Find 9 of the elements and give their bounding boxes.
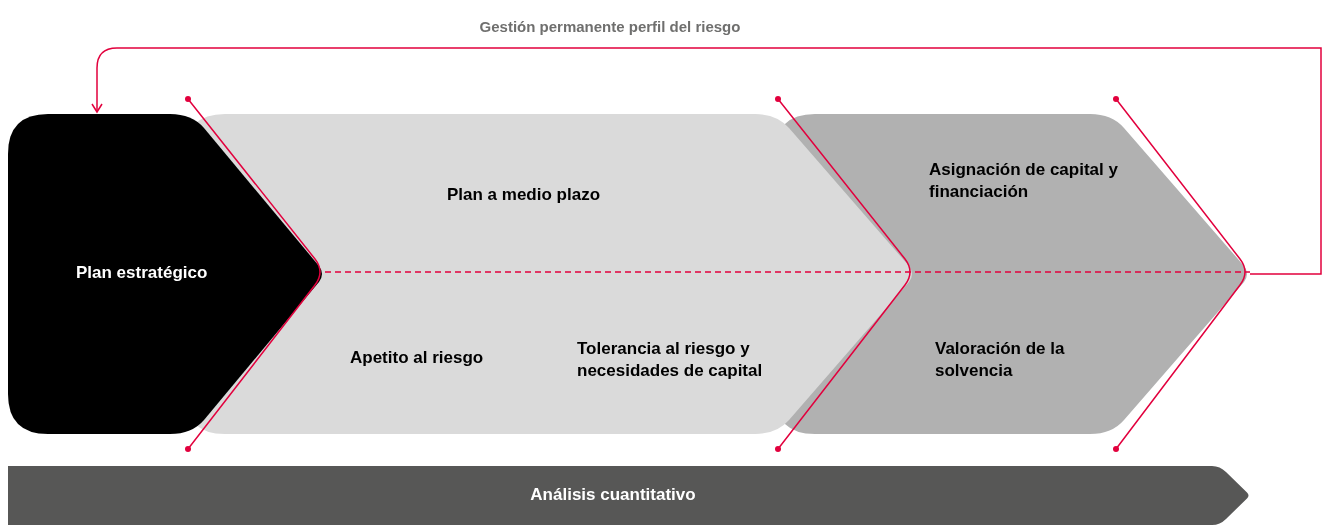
node-label: Análisis cuantitativo xyxy=(529,484,697,506)
node-label: Asignación de capital y financiación xyxy=(929,159,1119,203)
edge-label: Gestión permanente perfil del riesgo xyxy=(478,17,742,37)
feedback-arrow xyxy=(91,47,1322,275)
node-label: Plan a medio plazo xyxy=(447,184,602,206)
node-label: Apetito al riesgo xyxy=(350,347,485,369)
node-label: Valoración de la solvencia xyxy=(935,338,1066,382)
node-label: Tolerancia al riesgo y necesidades de capital xyxy=(577,338,764,382)
node-label: Plan estratégico xyxy=(76,262,209,284)
